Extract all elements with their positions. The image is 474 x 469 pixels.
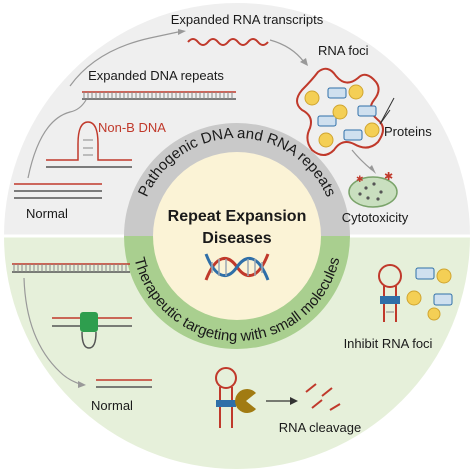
rna-cleavage-label: RNA cleavage bbox=[279, 420, 361, 435]
arrowhead bbox=[290, 397, 298, 405]
non-b-dna-label: Non-B DNA bbox=[98, 120, 166, 135]
bound-molecule bbox=[380, 296, 400, 304]
protein-yellow bbox=[364, 122, 380, 138]
protein-pointer bbox=[379, 109, 391, 125]
protein-yellow bbox=[436, 268, 452, 284]
rna-transcript-wave bbox=[187, 38, 269, 46]
outer-disc bbox=[4, 3, 470, 469]
protein-yellow bbox=[348, 84, 364, 100]
center-title-line1: Repeat Expansion bbox=[168, 208, 307, 225]
protein-blue-block bbox=[343, 129, 363, 141]
center-circle bbox=[153, 152, 321, 320]
small-molecule-icon bbox=[80, 312, 98, 332]
arrowhead bbox=[300, 58, 308, 66]
restore-arrow bbox=[23, 277, 81, 385]
protein-blue-block bbox=[317, 115, 337, 127]
normal-dna-bottom bbox=[96, 379, 152, 388]
protein-yellow bbox=[332, 104, 348, 120]
progression-arrow bbox=[27, 99, 87, 179]
rna-fragments bbox=[305, 383, 341, 411]
cleavage-enzyme-icon bbox=[235, 389, 256, 413]
rna-hairpin-inhibit bbox=[378, 264, 402, 322]
normal-dna-strand bbox=[14, 183, 102, 199]
dna-helix-icon bbox=[204, 253, 270, 281]
protein-yellow bbox=[427, 307, 441, 321]
expanded-dna-label: Expanded DNA repeats bbox=[88, 68, 224, 83]
rna-foci-cluster bbox=[296, 67, 384, 156]
protein-yellow bbox=[304, 90, 320, 106]
arrowhead bbox=[78, 381, 86, 388]
protein-blue-block bbox=[433, 293, 453, 306]
transcription-arrow bbox=[69, 31, 179, 87]
small-molecule-bound-dna bbox=[52, 312, 132, 349]
center-title-line2: Diseases bbox=[202, 230, 271, 247]
protein-pointer bbox=[379, 97, 395, 125]
normal-top-label: Normal bbox=[26, 206, 68, 221]
damaged-cell-icon: ✱ ✱ bbox=[348, 171, 398, 208]
expanded-dna-strand bbox=[82, 91, 236, 100]
rna-hairpin-cleavage bbox=[215, 367, 237, 428]
arrowhead bbox=[369, 165, 376, 174]
proteins-label: Proteins bbox=[384, 124, 432, 139]
protein-blue-block bbox=[357, 105, 377, 117]
protein-yellow bbox=[318, 132, 334, 148]
rna-foci-label: RNA foci bbox=[318, 43, 369, 58]
top-half-background bbox=[4, 3, 470, 236]
expanded-rna-label: Expanded RNA transcripts bbox=[171, 12, 324, 27]
svg-text:✱: ✱ bbox=[384, 171, 393, 183]
protein-yellow bbox=[406, 290, 422, 306]
cytotoxicity-label: Cytotoxicity bbox=[342, 210, 409, 225]
inhibit-rna-foci-label: Inhibit RNA foci bbox=[344, 336, 433, 351]
target-dna-strand bbox=[12, 263, 130, 273]
normal-bottom-label: Normal bbox=[91, 398, 133, 413]
arrowhead bbox=[178, 29, 186, 35]
non-b-dna-structure bbox=[46, 121, 132, 168]
bottom-half-background bbox=[4, 236, 470, 469]
protein-blue-block bbox=[327, 87, 347, 99]
foci-arrow bbox=[269, 39, 305, 63]
protein-blue-block bbox=[415, 267, 435, 280]
bound-molecule bbox=[216, 400, 236, 407]
svg-text:✱: ✱ bbox=[356, 174, 364, 184]
